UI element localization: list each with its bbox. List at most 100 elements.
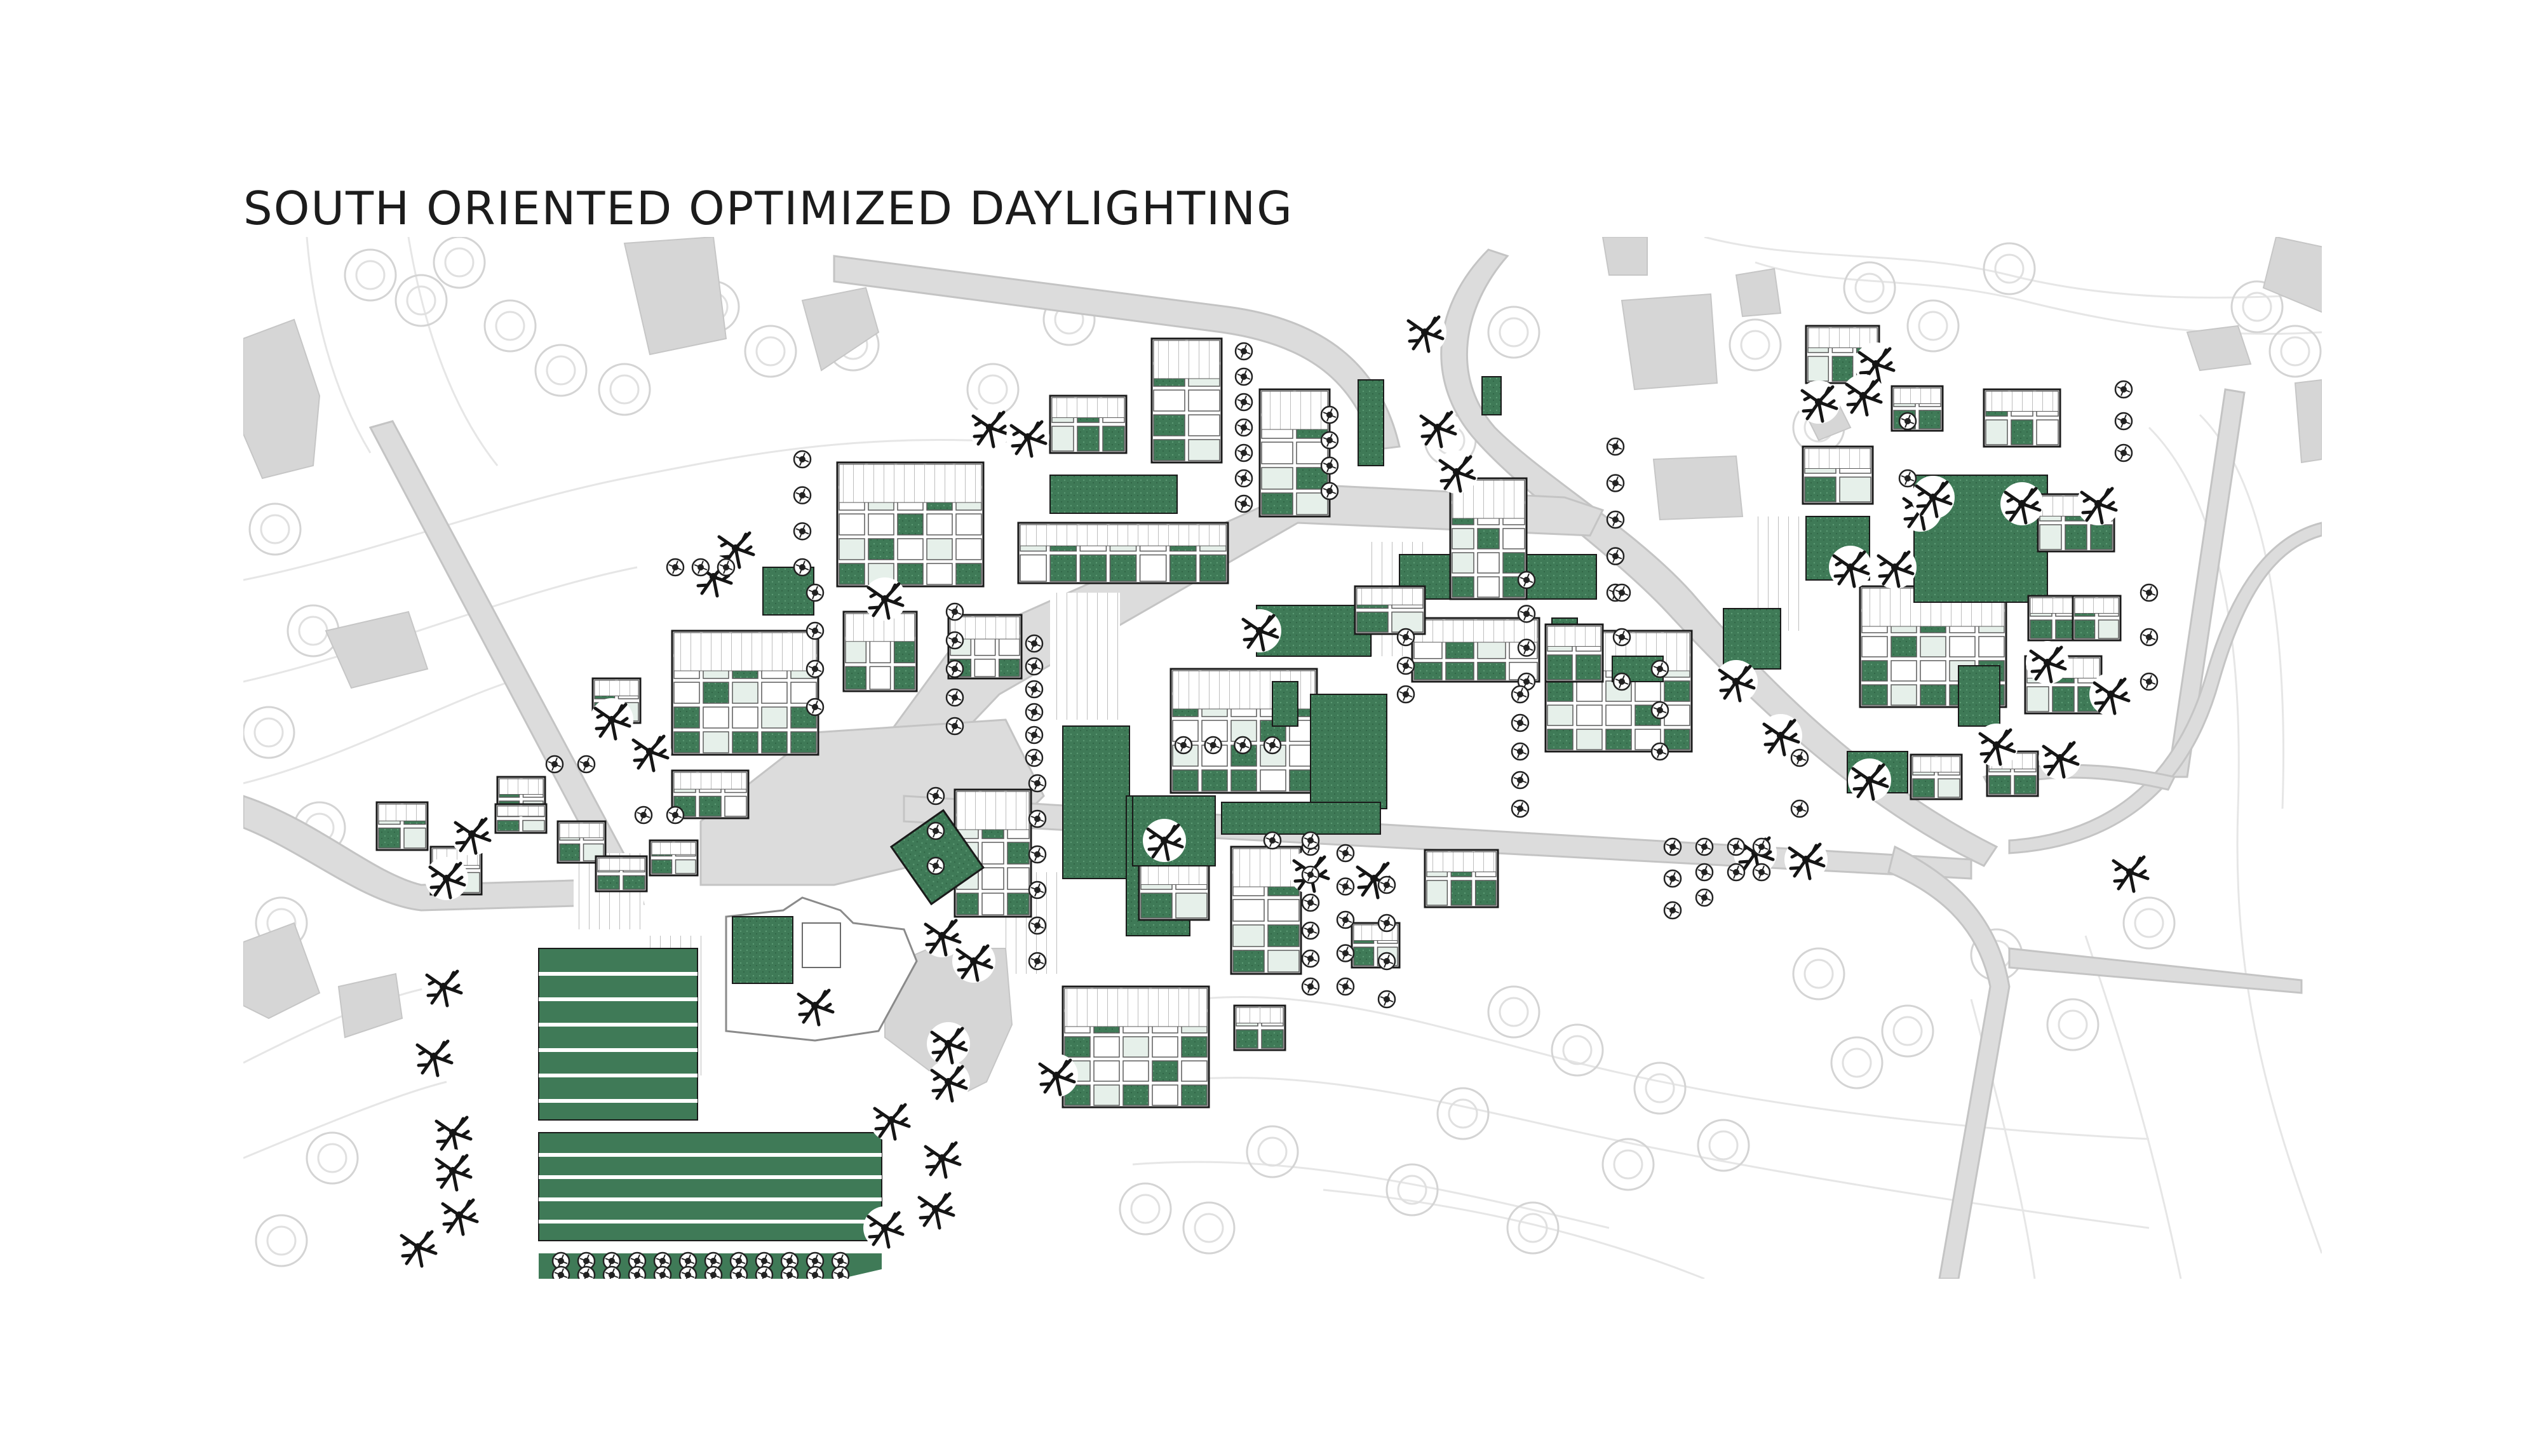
tree-symbol-icon [2000, 482, 2044, 525]
shrub-symbol-icon [1028, 916, 1047, 935]
shrub-symbol-icon [945, 688, 964, 707]
tree-symbol-icon [1435, 450, 1478, 494]
building-block [2072, 595, 2122, 642]
shrub-symbol-icon [1320, 431, 1339, 450]
tree-symbol-icon [438, 1194, 481, 1237]
shrub-symbol-icon [1336, 910, 1355, 929]
shrub-symbol-icon [1301, 865, 1320, 884]
shrub-symbol-icon [1377, 990, 1396, 1009]
shrub-symbol-icon [666, 806, 685, 825]
shrub-symbol-icon [1234, 342, 1253, 361]
shrub-symbol-icon [717, 558, 736, 577]
tree-symbol-icon [952, 940, 995, 983]
building-block [1424, 849, 1499, 908]
site-plan [243, 237, 2322, 1279]
shrub-symbol-icon [1695, 863, 1714, 882]
shrub-symbol-icon [926, 856, 945, 875]
shrub-symbol-icon [1204, 736, 1222, 755]
shrub-symbol-icon [1025, 703, 1044, 722]
shrub-symbol-icon [1301, 921, 1320, 940]
building-block [595, 855, 648, 893]
shrub-symbol-icon [945, 602, 964, 621]
shrub-symbol-icon [831, 1265, 850, 1279]
building-block [375, 801, 429, 851]
shrub-symbol-icon [1320, 405, 1339, 424]
shrub-symbol-icon [1511, 685, 1530, 704]
shrub-symbol-icon [1336, 844, 1355, 863]
tree-symbol-icon [1873, 546, 1917, 589]
building-block [649, 839, 699, 877]
tree-symbol-icon [1829, 546, 1872, 589]
shrub-symbol-icon [1025, 680, 1044, 699]
tree-symbol-icon [1784, 838, 1828, 881]
shrub-symbol-icon [729, 1265, 748, 1279]
shrub-symbol-icon [1606, 510, 1625, 529]
tree-symbol-icon [863, 1206, 907, 1250]
shrub-symbol-icon [945, 631, 964, 650]
building-block [1062, 985, 1210, 1109]
shrub-symbol-icon [793, 450, 812, 469]
building-block [1958, 665, 2000, 727]
shrub-symbol-icon [1263, 736, 1282, 755]
building-block [1233, 1004, 1286, 1051]
tree-symbol-icon [968, 406, 1011, 449]
community-building [725, 896, 918, 1042]
greenhouse-fields [538, 948, 882, 1279]
tree-symbol-icon [590, 698, 633, 741]
shrub-symbol-icon [805, 583, 825, 602]
shrub-symbol-icon [1511, 771, 1530, 790]
shrub-symbol-icon [1650, 742, 1669, 761]
shrub-symbol-icon [1396, 685, 1415, 704]
shrub-symbol-icon [704, 1265, 723, 1279]
shrub-symbol-icon [1727, 863, 1746, 882]
tree-symbol-icon [431, 1149, 475, 1192]
building-block [2027, 595, 2080, 642]
shrub-symbol-icon [602, 1265, 621, 1279]
tree-symbol-icon [920, 1136, 964, 1180]
shrub-symbol-icon [1025, 725, 1044, 745]
building-block [494, 803, 548, 834]
shrub-symbol-icon [1234, 393, 1253, 412]
shrub-symbol-icon [926, 786, 945, 806]
tree-symbol-icon [863, 577, 907, 621]
shrub-symbol-icon [1695, 837, 1714, 856]
shrub-symbol-icon [551, 1265, 570, 1279]
tree-symbol-icon [914, 1187, 957, 1230]
shrub-symbol-icon [1663, 837, 1682, 856]
shrub-symbol-icon [1028, 845, 1047, 864]
building-block [1138, 861, 1210, 921]
building-block [671, 769, 750, 819]
shrub-symbol-icon [1752, 863, 1771, 882]
building-block [1049, 394, 1128, 454]
shrub-symbol-icon [1320, 456, 1339, 475]
tree-symbol-icon [1715, 660, 1758, 703]
shrub-symbol-icon [1320, 482, 1339, 501]
shrub-symbol-icon [1301, 949, 1320, 968]
shrub-symbol-icon [805, 621, 825, 640]
shrub-symbol-icon [1336, 977, 1355, 996]
shrub-symbol-icon [1606, 437, 1625, 456]
shrub-symbol-icon [793, 522, 812, 541]
shrub-symbol-icon [2114, 443, 2133, 462]
shrub-symbol-icon [634, 806, 653, 825]
map-title: SOUTH ORIENTED OPTIMIZED DAYLIGHTING [243, 182, 1293, 235]
building-block [1983, 388, 2061, 448]
tree-symbol-icon [396, 1225, 440, 1269]
tree-symbol-icon [1416, 406, 1459, 449]
building-block [1449, 477, 1528, 600]
shrub-symbol-icon [1377, 875, 1396, 894]
shrub-symbol-icon [1025, 634, 1044, 653]
shrub-symbol-icon [1234, 443, 1253, 462]
building-block [1310, 694, 1387, 809]
building-block [1723, 608, 1781, 670]
shrub-symbol-icon [1301, 977, 1320, 996]
shrub-symbol-icon [1511, 742, 1530, 761]
shrub-symbol-icon [577, 1265, 596, 1279]
shrub-symbol-icon [1727, 837, 1746, 856]
shrub-symbol-icon [1612, 672, 1631, 691]
shrub-symbol-icon [1174, 736, 1193, 755]
building-block [1150, 337, 1223, 464]
shrub-symbol-icon [2140, 672, 2159, 691]
tree-symbol-icon [1035, 1054, 1078, 1097]
tree-symbol-icon [2108, 851, 2152, 894]
